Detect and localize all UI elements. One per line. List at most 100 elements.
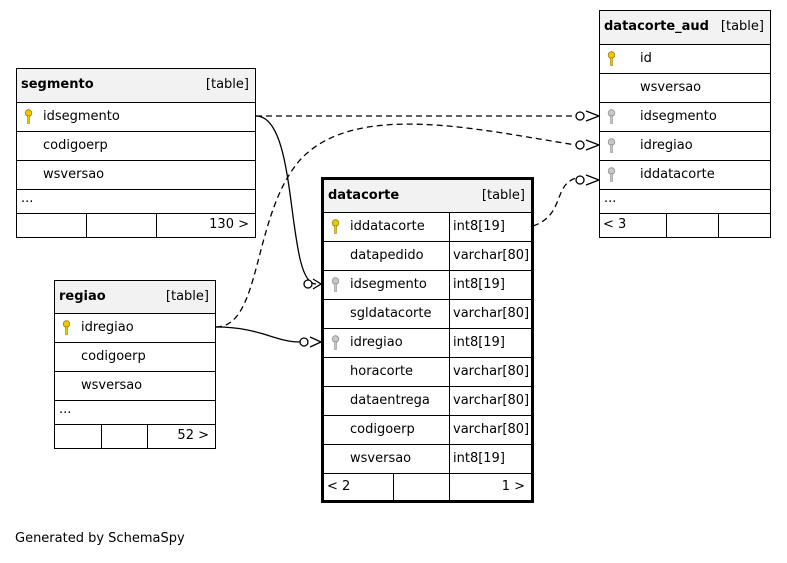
more-columns: ... — [600, 189, 770, 213]
column-type: varchar[80] — [449, 242, 529, 270]
column-row[interactable]: wsversao int8[19] — [324, 444, 531, 473]
table-name: datacorte_aud — [604, 19, 709, 34]
column-row[interactable]: wsversao — [17, 160, 255, 189]
crowfoot-circle — [303, 279, 313, 289]
column-row[interactable]: iddatacorte int8[19] — [324, 212, 531, 241]
column-name: wsversao — [81, 378, 143, 393]
crowfoot-circle — [575, 140, 585, 150]
edge-regiao-datacorte_aud — [215, 123, 577, 328]
table-name: regiao — [59, 289, 106, 304]
column-name: idregiao — [81, 320, 134, 335]
table-segmento[interactable]: segmento [table] idsegmento codigoerp ws… — [16, 68, 256, 238]
generated-by-credit: Generated by SchemaSpy — [15, 531, 185, 546]
column-row[interactable]: wsversao — [600, 73, 770, 102]
column-type: varchar[80] — [449, 387, 529, 415]
table-type: [table] — [165, 289, 209, 304]
ellipsis: ... — [604, 191, 617, 206]
column-name: idsegmento — [43, 109, 120, 124]
edge-regiao-datacorte — [215, 326, 301, 343]
foreign-key-icon — [331, 335, 340, 350]
column-name: sgldatacorte — [350, 306, 432, 321]
column-row[interactable]: idsegmento — [600, 102, 770, 131]
column-row[interactable]: codigoerp — [17, 131, 255, 160]
column-row[interactable]: idsegmento — [17, 102, 255, 131]
more-columns: ... — [55, 400, 215, 424]
primary-key-icon — [607, 51, 616, 66]
column-row[interactable]: horacorte varchar[80] — [324, 357, 531, 386]
primary-key-icon — [24, 109, 33, 124]
parent-count[interactable]: < 2 — [327, 479, 351, 494]
table-regiao[interactable]: regiao [table] idregiao codigoerp wsvers… — [54, 280, 216, 449]
crowfoot-circle — [299, 337, 309, 347]
column-row[interactable]: idregiao — [600, 131, 770, 160]
column-name: wsversao — [43, 167, 105, 182]
column-name: idsegmento — [640, 109, 717, 124]
column-type: varchar[80] — [449, 300, 529, 328]
column-row[interactable]: idsegmento int8[19] — [324, 270, 531, 299]
table-datacorte[interactable]: datacorte [table] iddatacorte int8[19] d… — [321, 177, 534, 503]
table-type: [table] — [720, 19, 764, 34]
edge-datacorte-datacorte_aud — [532, 177, 577, 227]
foreign-key-icon — [607, 167, 616, 182]
column-name: datapedido — [350, 248, 424, 263]
column-row[interactable]: idregiao int8[19] — [324, 328, 531, 357]
column-name: codigoerp — [43, 138, 108, 153]
column-row[interactable]: id — [600, 44, 770, 73]
column-name: dataentrega — [350, 393, 430, 408]
table-header: regiao [table] — [55, 281, 215, 313]
crowfoot-circle — [575, 111, 585, 121]
primary-key-icon — [62, 320, 71, 335]
ellipsis: ... — [21, 191, 34, 206]
primary-key-icon — [331, 219, 340, 234]
child-count[interactable]: 52 > — [177, 428, 209, 443]
column-row[interactable]: codigoerp varchar[80] — [324, 415, 531, 444]
crowfoot-circle — [575, 175, 585, 185]
column-type: int8[19] — [449, 213, 505, 241]
table-name: segmento — [21, 77, 94, 92]
table-header: segmento [table] — [17, 69, 255, 102]
column-row[interactable]: wsversao — [55, 371, 215, 400]
column-row[interactable]: iddatacorte — [600, 160, 770, 189]
column-type: varchar[80] — [449, 358, 529, 386]
table-name: datacorte — [328, 188, 400, 203]
column-name: codigoerp — [350, 422, 415, 437]
more-columns: ... — [17, 189, 255, 213]
ellipsis: ... — [59, 402, 72, 417]
foreign-key-icon — [607, 109, 616, 124]
column-name: idregiao — [640, 138, 693, 153]
table-datacorte_aud[interactable]: datacorte_aud [table] id wsversao idsegm… — [599, 10, 771, 238]
column-type: int8[19] — [449, 271, 505, 299]
column-type: int8[19] — [449, 329, 505, 357]
crowfoot — [585, 174, 601, 186]
column-type: int8[19] — [449, 445, 505, 473]
column-row[interactable]: dataentrega varchar[80] — [324, 386, 531, 415]
child-count[interactable]: 1 > — [501, 479, 525, 494]
table-footer: < 2 1 > — [324, 473, 531, 500]
parent-count[interactable]: < 3 — [603, 217, 627, 232]
column-name: id — [640, 51, 652, 66]
crowfoot — [585, 110, 601, 122]
column-name: wsversao — [640, 80, 702, 95]
edge-segmento-datacorte — [255, 115, 317, 285]
column-name: iddatacorte — [640, 167, 715, 182]
table-footer: 52 > — [55, 424, 215, 448]
table-footer: 130 > — [17, 213, 255, 237]
column-name: iddatacorte — [350, 219, 425, 234]
table-header: datacorte [table] — [324, 180, 531, 212]
column-row[interactable]: codigoerp — [55, 342, 215, 371]
column-name: wsversao — [350, 451, 412, 466]
table-header: datacorte_aud [table] — [600, 11, 770, 44]
column-row[interactable]: sgldatacorte varchar[80] — [324, 299, 531, 328]
table-footer: < 3 — [600, 213, 770, 237]
child-count[interactable]: 130 > — [209, 217, 249, 232]
column-row[interactable]: datapedido varchar[80] — [324, 241, 531, 270]
crowfoot — [309, 336, 323, 348]
column-name: codigoerp — [81, 349, 146, 364]
table-type: [table] — [481, 188, 525, 203]
column-name: idregiao — [350, 335, 403, 350]
crowfoot — [585, 139, 601, 151]
column-name: horacorte — [350, 364, 414, 379]
foreign-key-icon — [331, 277, 340, 292]
column-row[interactable]: idregiao — [55, 313, 215, 342]
column-name: idsegmento — [350, 277, 427, 292]
